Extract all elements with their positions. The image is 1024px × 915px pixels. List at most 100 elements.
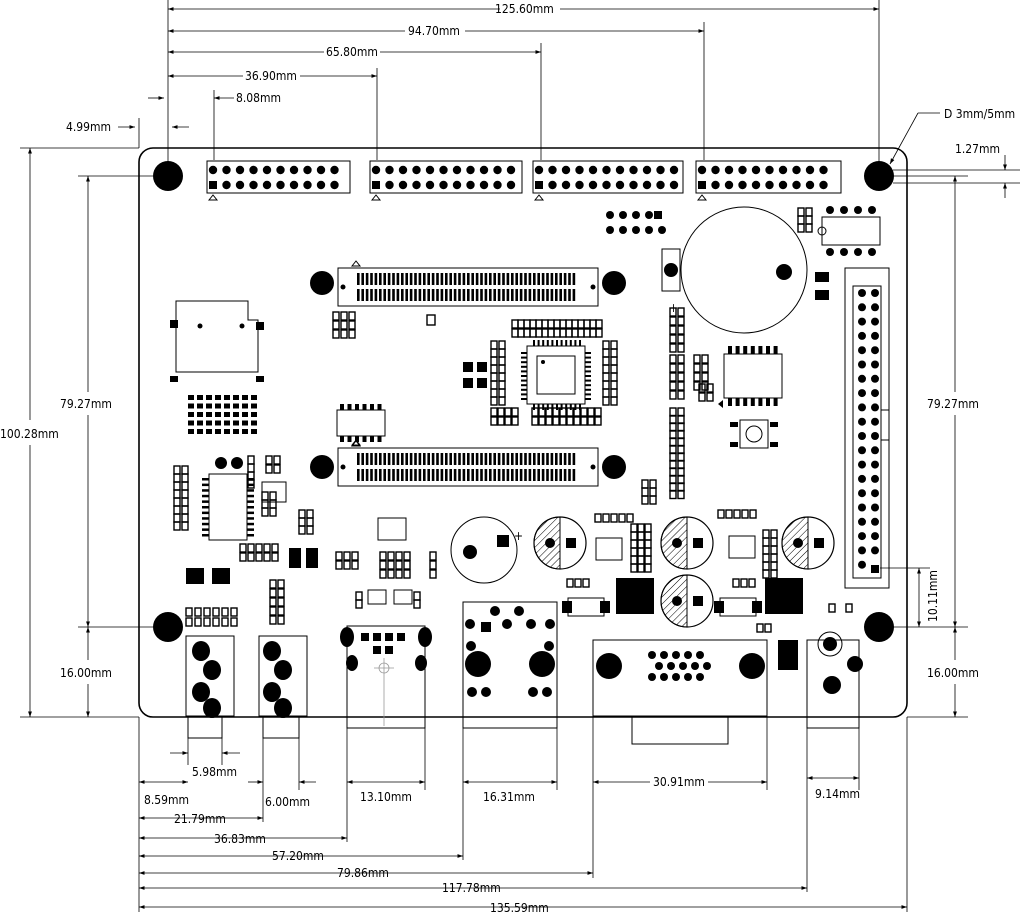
connector-contact: [401, 453, 404, 465]
dip-pin: [854, 248, 862, 256]
smd-pad: [693, 354, 701, 364]
smd-pad: [762, 529, 770, 539]
qfp-pin: [542, 340, 545, 346]
connector-contact: [480, 453, 483, 465]
grid-pin: [645, 211, 653, 219]
smd-pad: [263, 543, 271, 553]
connector-contact: [431, 289, 435, 301]
vga-pin: [660, 673, 668, 681]
connector-contact: [370, 289, 373, 301]
smd-pad: [298, 509, 306, 519]
dip-pin: [758, 346, 763, 354]
soic-chip-left: [202, 457, 254, 541]
connector-contact: [436, 289, 439, 301]
dip-pin: [750, 346, 755, 354]
header-pin: [316, 180, 326, 190]
smd-pad: [273, 455, 281, 465]
smd-pad: [701, 372, 709, 382]
header-pin: [371, 165, 381, 175]
smd-pad: [340, 329, 348, 339]
capacitor-lead: [693, 596, 703, 606]
smd-pad: [497, 407, 505, 417]
dim-1-27: 1.27mm: [955, 142, 1000, 156]
connector-contact: [458, 289, 461, 301]
sd-pad: [206, 420, 212, 426]
tactile-switch: [730, 419, 778, 449]
vga-pin: [684, 651, 692, 659]
qfp-pin: [521, 365, 527, 368]
sd-pad: [224, 412, 230, 417]
connector-contact: [550, 289, 554, 301]
header-pin: [698, 181, 706, 189]
smd-pad: [677, 363, 685, 373]
qfp-pin: [542, 404, 545, 410]
connector-contact: [511, 273, 514, 285]
qfp-pin: [585, 352, 591, 354]
connector-contact: [528, 453, 532, 465]
connector-contact: [519, 453, 523, 465]
vga-pin: [648, 651, 656, 659]
smd-pad: [511, 407, 519, 417]
smd-pad: [413, 599, 421, 609]
smd-pad: [805, 215, 813, 225]
connector-contact: [458, 469, 461, 481]
buzzer-plus-mark: +: [514, 529, 523, 543]
connector-contact: [467, 273, 470, 285]
smd-pad: [247, 552, 255, 562]
smd-pad: [559, 328, 567, 338]
dim-10-11: 10.11mm: [926, 570, 940, 622]
smd-pad: [595, 328, 603, 338]
smd-pad: [498, 340, 506, 350]
connector-pin: [858, 446, 866, 455]
dip-pin: [840, 206, 848, 214]
header-pin: [697, 165, 707, 175]
connector-contact: [357, 289, 360, 301]
smd-pad: [594, 407, 602, 417]
connector-contact: [365, 469, 369, 481]
connector-contact: [387, 273, 391, 285]
connector-contact: [493, 469, 496, 481]
connector-contact: [524, 453, 527, 465]
connector-contact: [471, 289, 474, 301]
connector-contact: [405, 289, 408, 301]
connector-contact: [502, 469, 505, 481]
smd-pad: [306, 517, 314, 527]
sd-pad: [206, 429, 212, 434]
smd-pad: [733, 509, 741, 519]
soic-pin: [202, 517, 209, 520]
dim-57-20: 57.20mm: [272, 849, 324, 863]
smd-pad: [566, 416, 574, 426]
vga-pin: [655, 662, 663, 670]
dim-79-86: 79.86mm: [337, 866, 389, 880]
capacitor-lead: [672, 596, 682, 606]
smd-pad: [490, 407, 498, 417]
connector-contact: [497, 453, 501, 465]
smd-pad: [571, 319, 579, 329]
smd-pad: [644, 523, 652, 533]
connector-contact: [409, 453, 413, 465]
vga-pin: [684, 673, 692, 681]
smd-package: [289, 548, 301, 568]
connector-contact: [453, 453, 457, 465]
connector-pin: [871, 289, 879, 297]
connector-contact: [497, 469, 501, 481]
smd-pad: [677, 474, 685, 485]
smd-package: [306, 548, 318, 568]
smd-pad: [602, 356, 610, 366]
connector-pin: [858, 546, 866, 555]
smd-pad: [221, 617, 229, 627]
smd-pad: [677, 459, 685, 470]
connector-pin: [871, 303, 879, 312]
smd-pad: [269, 499, 277, 509]
connector-pin: [871, 565, 879, 573]
dip-pin: [826, 206, 834, 214]
qfp-pin: [551, 404, 554, 410]
smd-pad: [355, 591, 363, 601]
smd-pad: [669, 354, 677, 364]
smd-pad: [255, 552, 263, 562]
header-pin: [222, 165, 231, 175]
grid-pin: [619, 226, 627, 234]
smd-pad: [580, 407, 588, 417]
connector-contact: [440, 273, 444, 285]
smd-pad: [577, 328, 585, 338]
